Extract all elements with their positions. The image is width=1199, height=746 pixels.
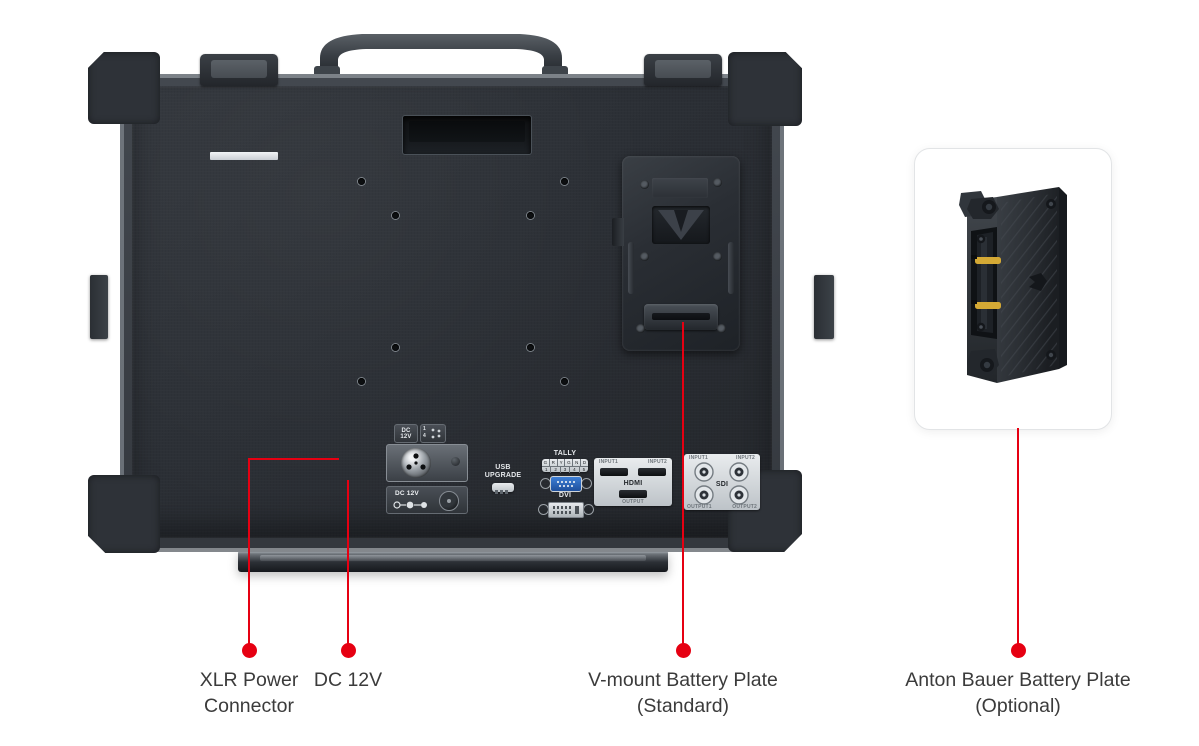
- vesa-hole: [392, 344, 399, 351]
- dvi-port: DVI: [534, 492, 596, 518]
- callout-label-dc12v-line1: DC 12V: [313, 669, 383, 691]
- callout-label-xlr: XLR Power Connector: [149, 667, 349, 719]
- vesa-hole: [392, 212, 399, 219]
- sdi-port-group: INPUT1 INPUT2 SDI OUTPUT1: [684, 454, 760, 510]
- v-mount-screw: [713, 178, 722, 187]
- callout-line-vmount: [682, 322, 684, 648]
- v-mount-screw: [640, 252, 649, 261]
- recessed-handle-slot: [402, 115, 532, 155]
- v-mount-side-ear: [612, 218, 624, 246]
- bumper-corner-top-left: [88, 52, 160, 124]
- v-mount-release-latch: [644, 304, 718, 330]
- tally-port: TALLY G R Y G N D 1 2 3 4: [534, 450, 596, 492]
- latch-clip-right: [644, 54, 722, 86]
- callout-label-dc12v: DC 12V: [268, 667, 428, 693]
- callout-label-xlr-line1: XLR Power: [199, 669, 299, 691]
- hdmi-port-group: INPUT1 INPUT2 HDMI OUTPUT: [594, 458, 672, 506]
- bumper-corner-bottom-left: [88, 475, 160, 553]
- callout-label-anton-bauer: Anton Bauer Battery Plate (Optional): [858, 667, 1178, 719]
- sdi-input2-label: INPUT2: [736, 455, 755, 461]
- v-mount-name-plate: [652, 178, 708, 198]
- callout-line-dc12v: [347, 480, 349, 648]
- bnc-connectors-icon: [694, 462, 749, 505]
- carry-handle: [306, 28, 576, 76]
- bumper-corner-top-right: [728, 52, 802, 126]
- callout-dot-anton-bauer: [1011, 643, 1026, 658]
- v-mount-screw: [640, 180, 649, 189]
- sdi-output1-label: OUTPUT1: [687, 504, 712, 510]
- callout-line-xlr-v: [248, 458, 250, 648]
- connector-panel: DC 12V 1 4: [298, 420, 760, 518]
- v-mount-v-wedge: [652, 206, 710, 244]
- dc-polarity-icon: [393, 501, 427, 509]
- sdi-output2-label: OUTPUT2: [732, 504, 757, 510]
- usb-connector-icon: [492, 483, 514, 494]
- callout-label-vmount: V-mount Battery Plate (Standard): [533, 667, 833, 719]
- callout-label-vmount-line2: (Standard): [636, 695, 730, 717]
- side-latch-left: [90, 275, 108, 339]
- latch-clip-left: [200, 54, 278, 86]
- hdmi-output-label: OUTPUT: [622, 499, 644, 505]
- dc-12v-label: DC 12V: [395, 490, 419, 497]
- tally-label: TALLY: [553, 450, 577, 457]
- usb-label-line1: USB: [495, 464, 511, 471]
- dc-12v-jack: DC 12V: [386, 486, 468, 514]
- label-sticker: [210, 152, 278, 160]
- side-latch-right: [814, 275, 834, 339]
- callout-dot-xlr: [242, 643, 257, 658]
- dvi-label: DVI: [558, 492, 572, 499]
- xlr-power-connector: [386, 444, 468, 482]
- v-mount-rail-left: [628, 242, 634, 294]
- vesa-hole: [561, 178, 568, 185]
- sdi-input1-label: INPUT1: [689, 455, 708, 461]
- callout-label-xlr-line2: Connector: [204, 695, 294, 717]
- hdmi-input1-label: INPUT1: [599, 459, 618, 465]
- callout-line-xlr-h: [249, 458, 339, 460]
- xlr-pin-legend: 1 4: [420, 424, 446, 443]
- v-mount-screw: [717, 324, 726, 333]
- anton-bauer-battery-plate: [941, 169, 1091, 409]
- v-mount-rail-right: [728, 242, 734, 294]
- callout-dot-dc12v: [341, 643, 356, 658]
- v-mount-screw: [713, 252, 722, 261]
- monitor-stand-foot: [238, 550, 668, 572]
- hdmi-input2-label: INPUT2: [648, 459, 667, 465]
- callout-dot-vmount: [676, 643, 691, 658]
- dc-12v-legend: DC 12V: [394, 424, 418, 443]
- callout-line-anton-bauer: [1017, 428, 1019, 648]
- vesa-hole: [358, 178, 365, 185]
- vesa-hole: [358, 378, 365, 385]
- callout-label-anton-bauer-line2: (Optional): [975, 695, 1061, 717]
- callout-label-vmount-line1: V-mount Battery Plate: [588, 669, 778, 691]
- hdmi-label: HDMI: [623, 480, 643, 487]
- vesa-hole: [561, 378, 568, 385]
- v-mount-battery-plate: [612, 156, 740, 351]
- v-mount-screw: [636, 324, 645, 333]
- vesa-hole: [527, 344, 534, 351]
- dc-legend-line1: DC: [401, 427, 411, 434]
- monitor-rear-view: DC 12V 1 4: [88, 30, 848, 575]
- vesa-hole: [527, 212, 534, 219]
- dc-legend-line2: 12V: [400, 433, 412, 440]
- anton-bauer-plate-card: [914, 148, 1112, 430]
- usb-upgrade-port: USB UPGRADE: [481, 464, 525, 494]
- callout-label-anton-bauer-line1: Anton Bauer Battery Plate: [905, 669, 1131, 691]
- usb-label-line2: UPGRADE: [484, 472, 522, 479]
- sdi-label: SDI: [715, 481, 729, 488]
